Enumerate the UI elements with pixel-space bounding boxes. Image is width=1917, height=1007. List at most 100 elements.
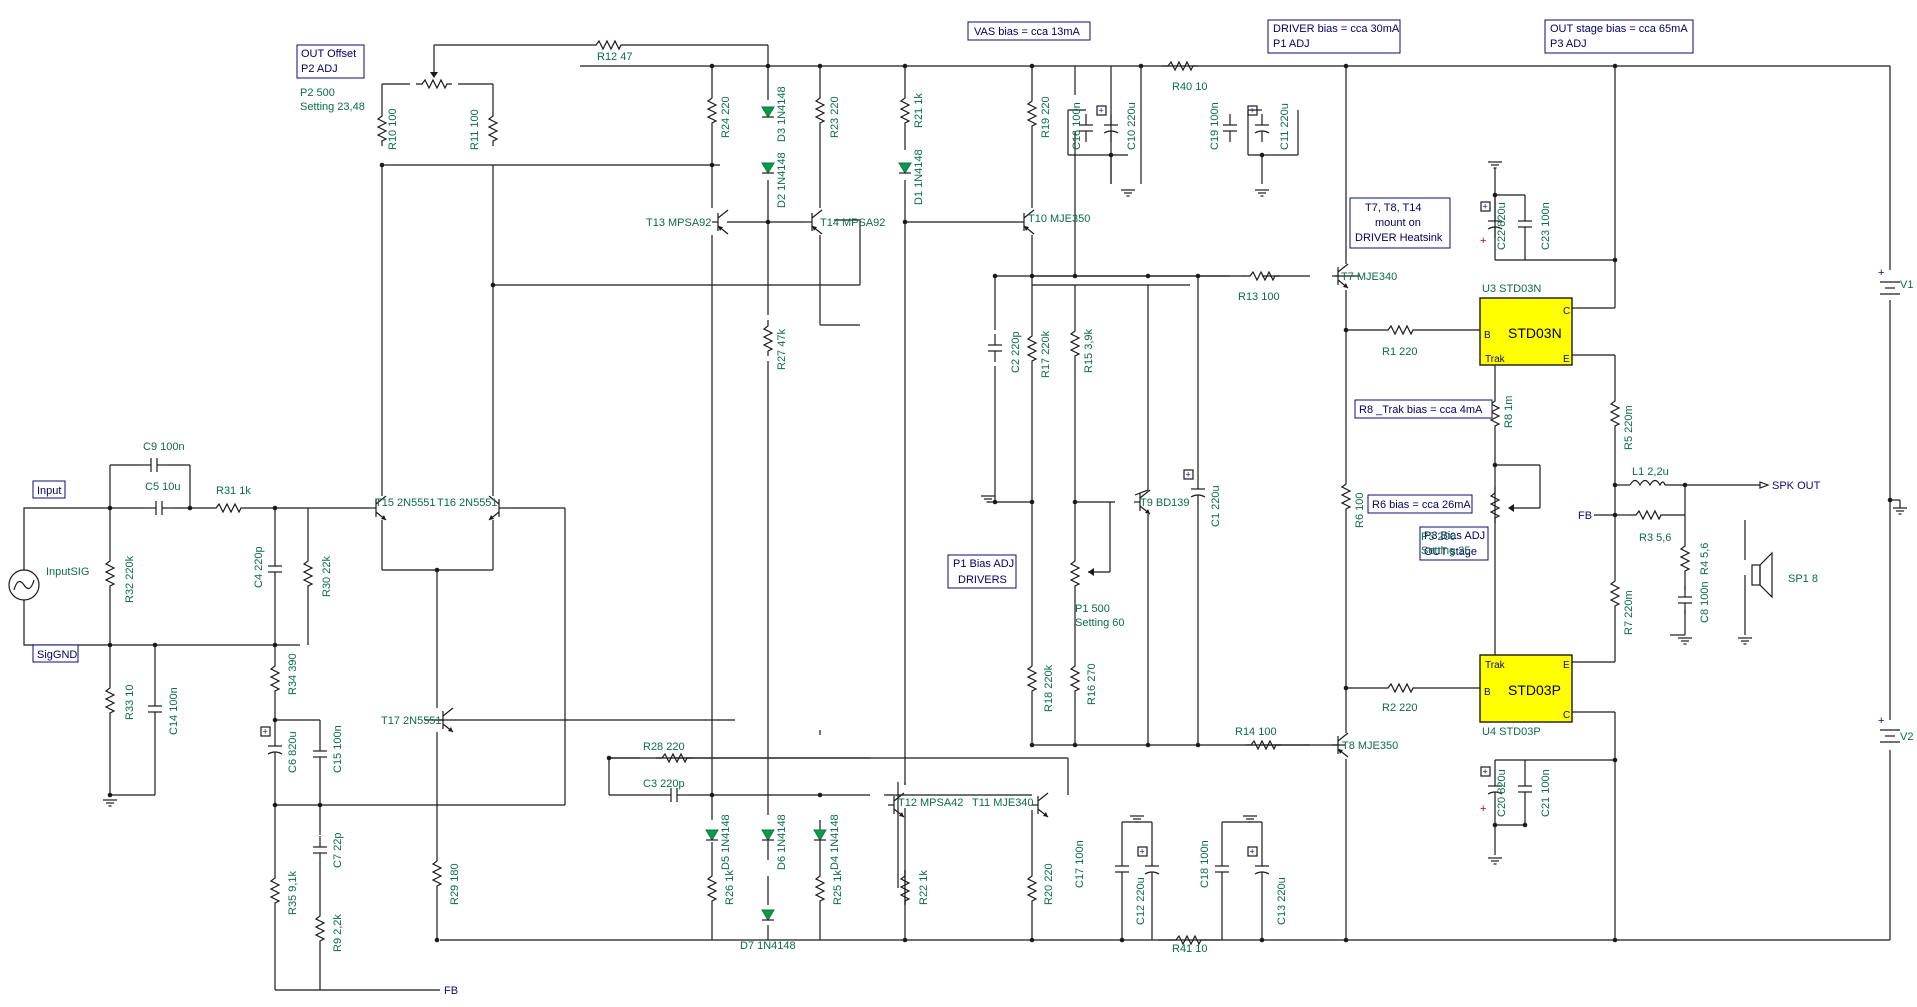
label-t16: T16 2N5551 (437, 497, 498, 509)
note-r8-bias: R8 _Trak bias = cca 4mA (1359, 404, 1483, 416)
label-r28: R28 220 (643, 741, 685, 753)
r4-symbol (1680, 539, 1690, 577)
label-sp1: SP1 8 (1788, 573, 1818, 585)
label-r35: R35 9,1k (287, 870, 299, 915)
label-t9: T9 BD139 (1140, 497, 1190, 509)
u4-pin-trak: Trak (1485, 660, 1506, 671)
u3-pin-c: C (1563, 306, 1570, 317)
c15-symbol (312, 739, 328, 769)
r17-symbol (1027, 329, 1037, 367)
label-t10: T10 MJE350 (1028, 213, 1090, 225)
label-c6: C6 820u (287, 731, 299, 773)
label-c19: C19 100n (1209, 102, 1221, 150)
c10-symbol (1096, 104, 1119, 143)
note-r6-bias: R6 bias = cca 26mA (1372, 499, 1471, 511)
svg-text:+: + (1480, 235, 1486, 247)
label-r29: R29 180 (449, 863, 461, 905)
label-c5: C5 10u (145, 481, 180, 493)
u3-pin-b: B (1484, 330, 1491, 341)
note-p3-out-stage: OUT stage (1424, 546, 1477, 558)
label-c20: C20 820u (1496, 769, 1508, 817)
label-t7: T7 MJE340 (1341, 271, 1397, 283)
r11-symbol (488, 109, 498, 147)
r19-symbol (1027, 94, 1037, 132)
c18-symbol (1214, 854, 1230, 884)
label-r40: R40 10 (1172, 81, 1207, 93)
label-r25: R25 1k (832, 870, 844, 905)
r26-symbol (707, 869, 717, 907)
r27-symbol (763, 319, 773, 357)
p2-symbol (415, 79, 453, 89)
r18-symbol (1027, 659, 1037, 697)
u3-chip-label: STD03N (1508, 325, 1562, 341)
u3-chip: STD03N B C E Trak (1479, 297, 1573, 366)
gnd-c12 (1129, 815, 1145, 823)
u4-pin-b: B (1484, 687, 1491, 698)
label-u3: U3 STD03N (1482, 283, 1541, 295)
port-fb-bottom: FB (444, 985, 458, 997)
label-t12: T12 MPSA42 (898, 797, 963, 809)
label-r18: R18 220k (1043, 664, 1055, 712)
label-c17: C17 100n (1074, 840, 1086, 888)
label-t14: T14 MPSA92 (820, 217, 885, 229)
c14-symbol (147, 694, 163, 724)
label-d7: D7 1N4148 (740, 940, 796, 952)
c13-symbol (1247, 845, 1270, 884)
label-r27: R27 47k (776, 329, 788, 370)
label-r34: R34 390 (287, 653, 299, 695)
r12-symbol (589, 40, 627, 50)
label-c15: C15 100n (332, 725, 344, 773)
label-d4: D4 1N4148 (829, 814, 841, 870)
u3-pin-trak: Trak (1485, 354, 1506, 365)
label-r14: R14 100 (1235, 726, 1277, 738)
note-p3-bias: P3 Bias ADJ (1424, 530, 1485, 542)
u4-pin-c: C (1563, 710, 1570, 721)
label-p3-setting: Setting 25 (1421, 545, 1471, 557)
gnd-spk (1737, 637, 1753, 645)
v2-symbol (1880, 729, 1900, 743)
label-d6: D6 1N4148 (776, 814, 788, 870)
label-p3-value: P3 200 (1421, 531, 1456, 543)
label-r3: R3 5,6 (1639, 532, 1671, 544)
r35-symbol (270, 871, 280, 909)
u4-pin-e: E (1563, 660, 1570, 671)
note-out-bias: OUT stage bias = cca 65mA (1550, 23, 1688, 35)
label-c14: C14 100n (168, 687, 180, 735)
label-r15: R15 3,9k (1083, 328, 1095, 373)
label-r32: R32 220k (124, 555, 136, 603)
label-r10: R10 100 (387, 108, 399, 150)
r33-symbol (105, 681, 115, 719)
label-r5: R5 220m (1623, 405, 1635, 450)
label-c21: C21 100n (1540, 769, 1552, 817)
gnd-c10 (1120, 189, 1136, 197)
note-p3-adj: P3 ADJ (1550, 38, 1587, 50)
d4-symbol (813, 829, 827, 841)
label-r6: R6 100 (1354, 493, 1366, 528)
label-p1-value: P1 500 (1075, 603, 1110, 615)
c11-symbol (1247, 104, 1270, 143)
label-d2: D2 1N4148 (776, 152, 788, 208)
r31-symbol (209, 503, 247, 513)
gnd-c11 (1254, 189, 1270, 197)
label-p2-setting: Setting 23,48 (300, 101, 365, 113)
c21-symbol (1517, 774, 1533, 804)
r32-symbol (105, 554, 115, 592)
label-c23: C23 100n (1540, 202, 1552, 250)
v1-symbol (1880, 281, 1900, 295)
label-p1-setting: Setting 60 (1075, 617, 1125, 629)
c2-symbol (987, 333, 1003, 363)
u4-chip-label: STD03P (1508, 682, 1561, 698)
label-u4: U4 STD03P (1482, 726, 1541, 738)
label-r19: R19 220 (1040, 96, 1052, 138)
r23-symbol (815, 91, 825, 129)
label-d1: D1 1N4148 (913, 149, 925, 205)
label-c22: C22 820u (1496, 202, 1508, 250)
label-p2-value: P2 500 (300, 87, 335, 99)
label-v2: V2 50 (1900, 731, 1917, 743)
label-r11: R11 100 (469, 109, 481, 150)
label-c3: C3 220p (643, 778, 685, 790)
note-out-offset: OUT Offset (301, 48, 356, 60)
r15-symbol (1070, 324, 1080, 362)
label-d3: D3 1N4148 (776, 86, 788, 142)
label-r8: R8 1m (1503, 396, 1515, 428)
